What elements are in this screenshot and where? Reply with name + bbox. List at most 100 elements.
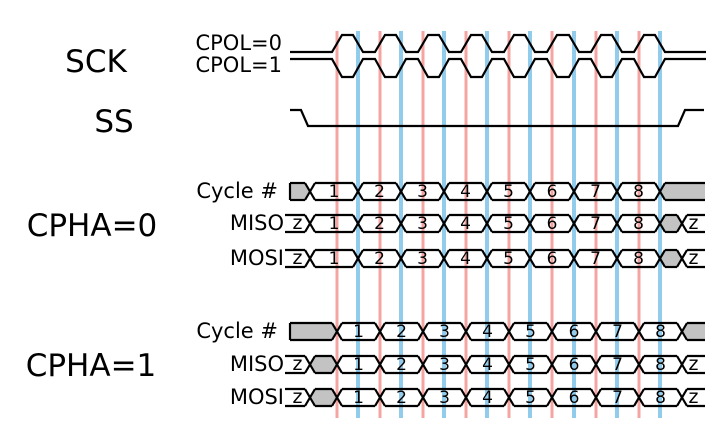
cell-transition-x [676, 214, 688, 233]
cell-transition-x [590, 322, 602, 341]
cycle-number: 2 [396, 388, 407, 408]
cycle-number: 3 [439, 388, 450, 408]
cycle-number: 4 [482, 322, 493, 342]
cycle-number: 5 [525, 355, 536, 375]
cycle-number: 8 [655, 388, 666, 408]
cycle-number: 6 [569, 355, 580, 375]
high-z-label: z [689, 212, 699, 234]
undefined-cell-fill [310, 356, 337, 373]
cycle-number: 5 [503, 214, 514, 234]
cycle-number: 2 [396, 355, 407, 375]
cycle-number: 1 [329, 214, 340, 234]
bus-row-cpha1-cycle [288, 321, 705, 342]
cell-transition-x [654, 214, 666, 233]
label-cpha0-cycle: Cycle # [196, 179, 278, 203]
cell-transition-x [633, 355, 645, 374]
cell-transition-x [438, 182, 450, 201]
cycle-number: 4 [482, 355, 493, 375]
cycle-number: 4 [460, 249, 471, 269]
cycle-number: 7 [612, 355, 623, 375]
cycle-number: 7 [612, 388, 623, 408]
undefined-cell-fill [290, 183, 310, 200]
cell-transition-x [417, 322, 429, 341]
cell-transition-x [460, 322, 472, 341]
cell-transition-x [568, 182, 580, 201]
cycle-number: 5 [503, 249, 514, 269]
cycle-number: 6 [547, 182, 558, 202]
high-z-label: z [293, 212, 303, 234]
cell-transition-x [395, 249, 407, 268]
waveform-layer [285, 33, 706, 408]
cycle-number: 1 [329, 182, 340, 202]
cycle-number: 6 [569, 388, 580, 408]
cycle-number: 4 [460, 214, 471, 234]
label-cpha1-mosi: MOSI [230, 385, 284, 409]
cycle-number: 6 [547, 214, 558, 234]
undefined-cell-fill [310, 389, 337, 406]
cycle-number: 2 [396, 322, 407, 342]
undefined-cell-fill [290, 323, 337, 340]
cell-transition-x [611, 249, 623, 268]
cell-fill [310, 183, 358, 200]
cycle-number: 5 [525, 322, 536, 342]
cycle-number: 8 [655, 322, 666, 342]
cell-transition-x [481, 214, 493, 233]
cell-transition-x [438, 249, 450, 268]
cell-fill [682, 356, 705, 373]
high-z-label: z [293, 247, 303, 269]
cell-transition-x [374, 355, 386, 374]
cell-transition-x [374, 322, 386, 341]
cycle-number: 7 [590, 214, 601, 234]
cycle-number: 8 [633, 249, 644, 269]
cell-fill [682, 389, 705, 406]
cell-transition-x [524, 214, 536, 233]
bus-row-cpha1-miso [285, 354, 705, 375]
cell-transition-x [590, 388, 602, 407]
cell-transition-x [546, 388, 558, 407]
bus-row-cpha0-mosi [285, 248, 705, 269]
label-cpha1-miso: MISO [230, 352, 284, 376]
cell-fill [682, 250, 705, 267]
cell-transition-x [460, 388, 472, 407]
label-cpha1: CPHA=1 [26, 348, 157, 384]
cell-fill [285, 356, 310, 373]
cell-fill [310, 215, 358, 232]
undefined-cell-fill [660, 183, 705, 200]
cell-transition-x [304, 182, 316, 201]
cell-transition-x [331, 355, 343, 374]
cell-transition-x [524, 249, 536, 268]
bus-row-cpha0-cycle [288, 181, 705, 202]
cell-transition-x [304, 249, 316, 268]
cell-transition-x [460, 355, 472, 374]
sck-waveform-cpol1 [290, 57, 706, 79]
cycle-number: 2 [374, 249, 385, 269]
sck-waveform-cpol0 [290, 33, 706, 54]
cycle-number: 3 [417, 214, 428, 234]
cell-transition-x [331, 322, 343, 341]
label-sck: SCK [65, 44, 127, 80]
bus-row-cpha1-mosi [285, 387, 705, 408]
cycle-number: 1 [329, 249, 340, 269]
cell-fill [682, 215, 705, 232]
undefined-cell-fill [660, 250, 682, 267]
label-cpha1-cycle: Cycle # [196, 319, 278, 343]
cell-transition-x [352, 214, 364, 233]
cell-transition-x [676, 355, 688, 374]
cycle-number: 1 [353, 388, 364, 408]
cell-fill [285, 215, 310, 232]
cell-transition-x [546, 355, 558, 374]
cell-transition-x [633, 322, 645, 341]
cell-transition-x [611, 214, 623, 233]
cycle-number: 3 [439, 355, 450, 375]
cycle-number: 8 [655, 355, 666, 375]
cell-transition-x [438, 214, 450, 233]
cell-transition-x [654, 182, 666, 201]
cell-transition-x [331, 388, 343, 407]
cycle-number: 8 [633, 182, 644, 202]
cell-transition-x [304, 355, 316, 374]
cycle-number: 7 [590, 249, 601, 269]
cell-transition-x [304, 388, 316, 407]
undefined-cell-fill [682, 323, 705, 340]
